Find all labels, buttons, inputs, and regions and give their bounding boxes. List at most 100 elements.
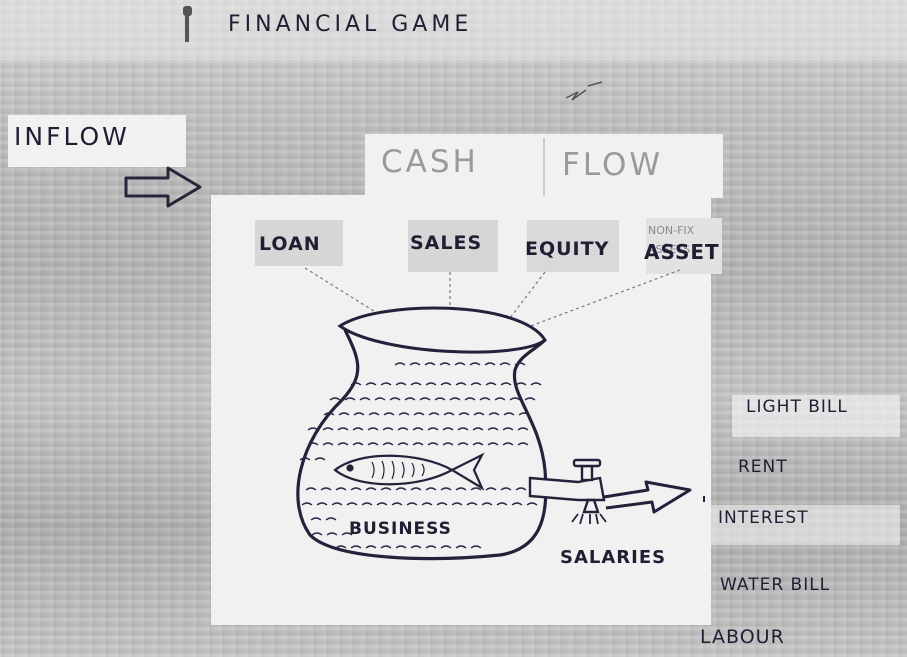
cash-flow-divider (543, 138, 545, 196)
equity-label: EQUITY (525, 238, 610, 260)
wave-mark (323, 412, 335, 416)
inflow-label: INFLOW (14, 122, 130, 151)
wave-mark (487, 427, 499, 431)
wave-mark (329, 397, 341, 401)
wave-mark (517, 442, 529, 446)
right-label-panel-1 (732, 395, 900, 437)
wave-mark (367, 427, 379, 431)
loan-patch (255, 220, 343, 266)
wave-mark (395, 382, 407, 386)
wave-mark (424, 362, 436, 366)
asset-patch (646, 218, 722, 274)
wave-mark (352, 442, 364, 446)
wave-mark (397, 442, 409, 446)
title-strip (0, 0, 907, 60)
wave-mark (449, 397, 461, 401)
wave-mark (514, 362, 526, 366)
wave-mark (439, 362, 451, 366)
wave-mark (307, 427, 319, 431)
wave-mark (337, 427, 349, 431)
wave-mark (518, 412, 530, 416)
wave-mark (305, 487, 317, 491)
sales-label: SALES (410, 232, 483, 254)
water-bill-label: WATER BILL (720, 575, 831, 595)
wave-mark (404, 397, 416, 401)
wave-mark (380, 545, 392, 549)
wave-mark (314, 457, 326, 461)
heading-flow: FLOW (562, 147, 664, 183)
wave-mark (470, 382, 482, 386)
wave-mark (395, 545, 407, 549)
light-bill-label: LIGHT BILL (746, 397, 848, 417)
wave-mark (487, 442, 499, 446)
wave-mark (472, 442, 484, 446)
wave-mark (427, 427, 439, 431)
wave-mark (479, 397, 491, 401)
wave-mark (374, 397, 386, 401)
wave-mark (359, 397, 371, 401)
wave-mark (350, 382, 362, 386)
wave-mark (367, 442, 379, 446)
wave-mark (485, 382, 497, 386)
wave-mark (350, 545, 362, 549)
wave-mark (494, 397, 506, 401)
wave-mark (515, 487, 527, 491)
wave-mark (517, 427, 529, 431)
wave-mark (427, 442, 439, 446)
wave-mark (344, 397, 356, 401)
wave-mark (440, 545, 452, 549)
wave-mark (455, 487, 467, 491)
wave-mark (455, 545, 467, 549)
wave-mark (496, 502, 508, 506)
wave-mark (500, 382, 512, 386)
interest-label: INTEREST (718, 508, 809, 528)
wave-mark (311, 532, 323, 536)
wave-mark (503, 412, 515, 416)
outflow-arrow-icon (603, 480, 692, 514)
wave-mark (335, 545, 347, 549)
wave-mark (337, 442, 349, 446)
wave-mark (365, 545, 377, 549)
wave-mark (472, 427, 484, 431)
wave-mark (428, 412, 440, 416)
wave-mark (412, 442, 424, 446)
wave-mark (502, 442, 514, 446)
wave-mark (368, 412, 380, 416)
wave-mark (322, 442, 334, 446)
wave-mark (526, 502, 538, 506)
wave-mark (338, 412, 350, 416)
pot-jar (296, 306, 548, 561)
sales-patch (408, 220, 498, 272)
wave-mark (320, 487, 332, 491)
wave-mark (511, 502, 523, 506)
wave-mark (397, 427, 409, 431)
inflow-label-panel (8, 115, 186, 167)
wave-mark (410, 487, 422, 491)
wave-mark (353, 412, 365, 416)
page-title: FINANCIAL GAME (228, 12, 473, 37)
wave-mark (466, 502, 478, 506)
wave-mark (499, 362, 511, 366)
wave-mark (410, 545, 422, 549)
wave-mark (346, 502, 358, 506)
wave-mark (365, 382, 377, 386)
labour-label: LABOUR (700, 626, 785, 648)
wave-mark (530, 382, 542, 386)
wave-mark (488, 412, 500, 416)
wave-mark (454, 362, 466, 366)
salaries-label: SALARIES (560, 547, 667, 568)
wave-mark (469, 362, 481, 366)
feed-lines (304, 267, 681, 331)
wave-mark (301, 502, 313, 506)
wave-mark (322, 427, 334, 431)
wave-mark (485, 487, 497, 491)
wave-mark (425, 382, 437, 386)
wave-mark (455, 382, 467, 386)
wave-mark (380, 382, 392, 386)
wave-mark (389, 397, 401, 401)
heading-cash: CASH (381, 144, 479, 180)
wave-mark (470, 487, 482, 491)
loan-label: LOAN (259, 233, 321, 255)
